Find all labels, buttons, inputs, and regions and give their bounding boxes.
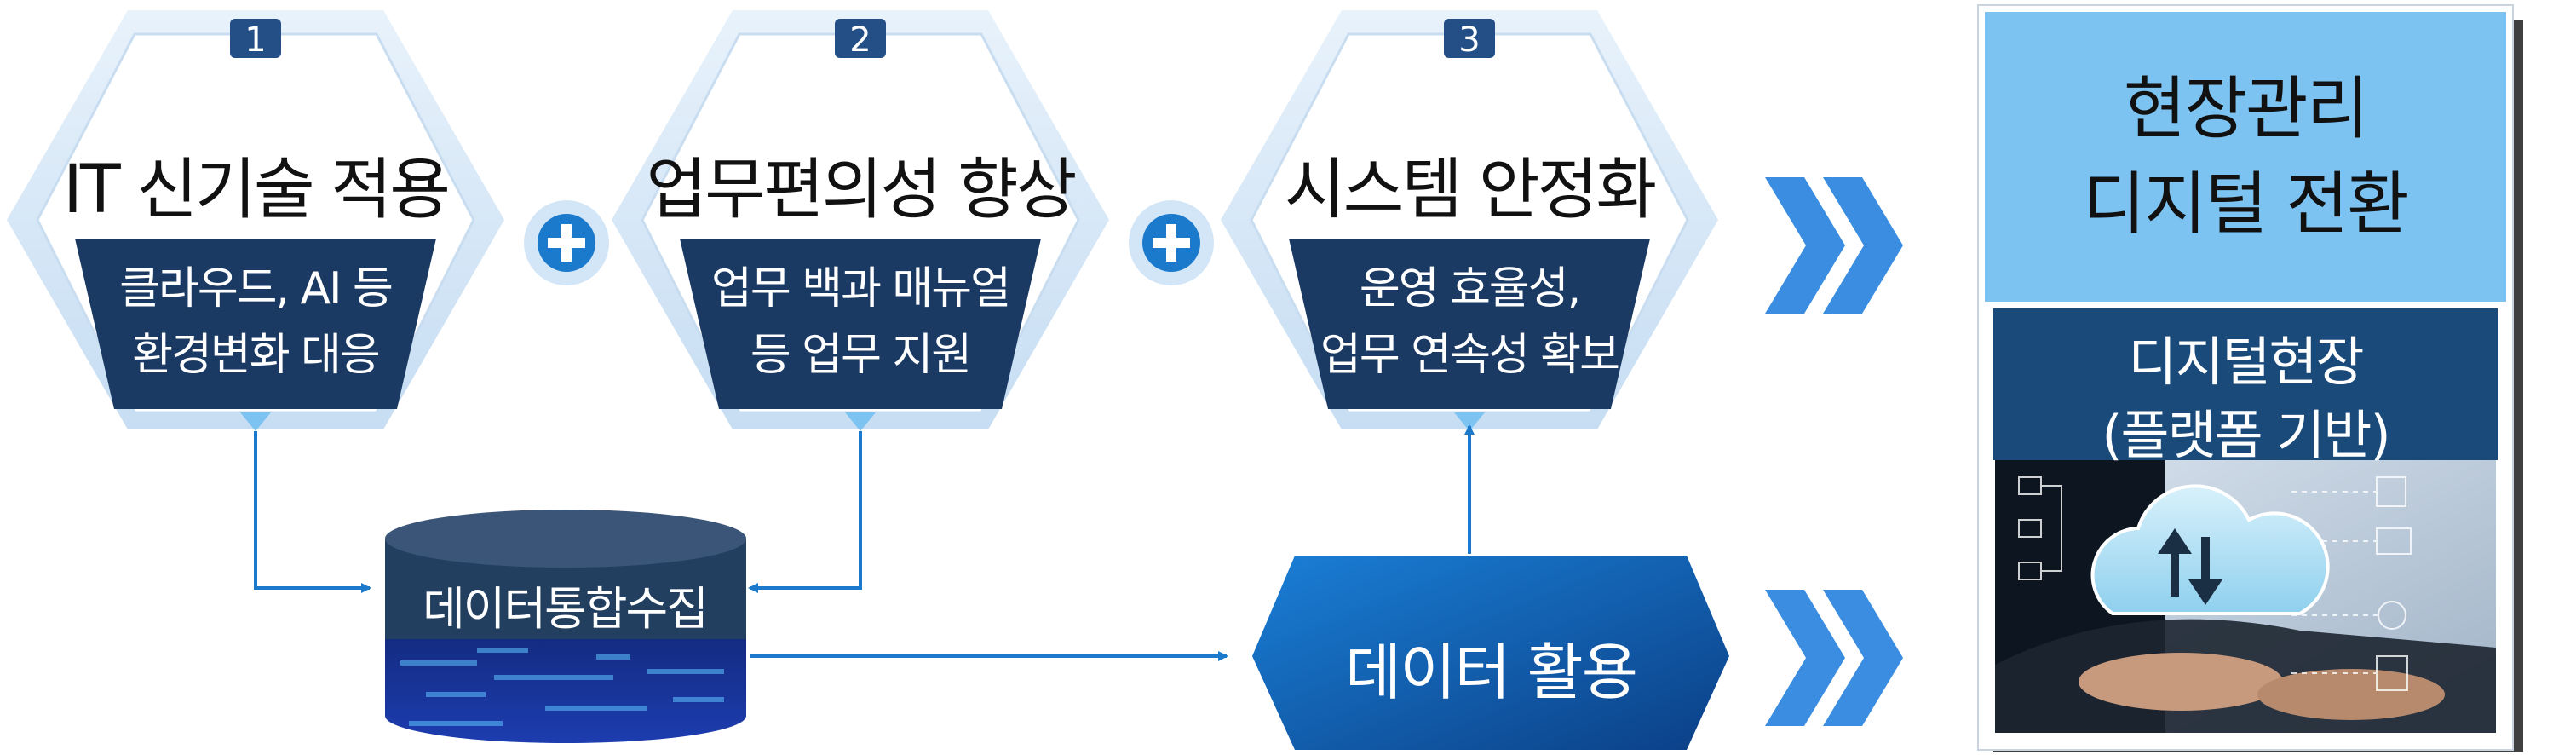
data-usage-shape — [1252, 556, 1729, 750]
step-3-line2: 업무 연속성 확보 — [1320, 330, 1620, 381]
step-1-line1: 클라우드, AI 등 — [119, 263, 394, 314]
step-1-badge — [230, 19, 281, 58]
step-hexagon-2 — [612, 10, 1109, 431]
step-1-title: IT 신기술 적용 — [62, 152, 451, 228]
arrow-step1-to-db — [254, 431, 371, 593]
data-usage-label: 데이터 활용 — [1344, 637, 1638, 708]
step-2-description: 업무 백과 매뉴얼 등 업무 지원 — [630, 256, 1090, 389]
connector-lines — [254, 424, 1475, 661]
chevron-right-icon — [1765, 177, 1903, 314]
step-2-badge — [835, 19, 886, 58]
result-sub-line1: 디지털현장 — [2128, 331, 2364, 393]
step-3-line1: 운영 효율성, — [1359, 263, 1581, 314]
result-title-box: 현장관리 디지털 전환 — [1985, 12, 2506, 302]
data-collection-label: 데이터통합수집 — [423, 582, 709, 636]
step-1-description: 클라우드, AI 등 환경변화 대응 — [26, 256, 486, 389]
step-2-line1: 업무 백과 매뉴얼 — [711, 263, 1011, 314]
step-3-description: 운영 효율성, 업무 연속성 확보 — [1239, 256, 1699, 389]
chevron-right-icon — [1765, 590, 1903, 726]
database-cylinder — [385, 510, 746, 743]
step-1-line2: 환경변화 대응 — [132, 330, 381, 381]
step-3-number: 3 — [1458, 20, 1481, 60]
plus-icon — [1129, 200, 1214, 285]
step-3-title: 시스템 안정화 — [1284, 152, 1657, 228]
cloud-laptop-illustration — [1995, 460, 2496, 733]
result-sub-line2: (플랫폼 기반) — [2102, 404, 2390, 466]
result-sub-background — [1993, 308, 2498, 460]
step-hexagon-3 — [1221, 10, 1718, 431]
plus-icon — [524, 200, 609, 285]
result-sub-box: 디지털현장 (플랫폼 기반) — [1985, 308, 2506, 743]
step-3-badge — [1444, 19, 1495, 58]
sync-arrows-icon — [2158, 528, 2222, 605]
step-2-line2: 등 업무 지원 — [750, 330, 972, 381]
step-2-band — [680, 239, 1041, 409]
result-title-line1: 현장관리 — [2123, 69, 2369, 148]
arrow-step2-to-db — [748, 431, 862, 593]
result-sub-text: 디지털현장 (플랫폼 기반) — [1985, 326, 2506, 472]
step-hexagon-1 — [7, 10, 504, 431]
step-3-band — [1289, 239, 1650, 409]
step-2-title: 업무편의성 향상 — [646, 152, 1077, 228]
step-1-number: 1 — [244, 20, 267, 60]
step-1-band — [75, 239, 436, 409]
result-title-line2: 디지털 전환 — [2083, 164, 2409, 244]
step-2-number: 2 — [849, 20, 871, 60]
